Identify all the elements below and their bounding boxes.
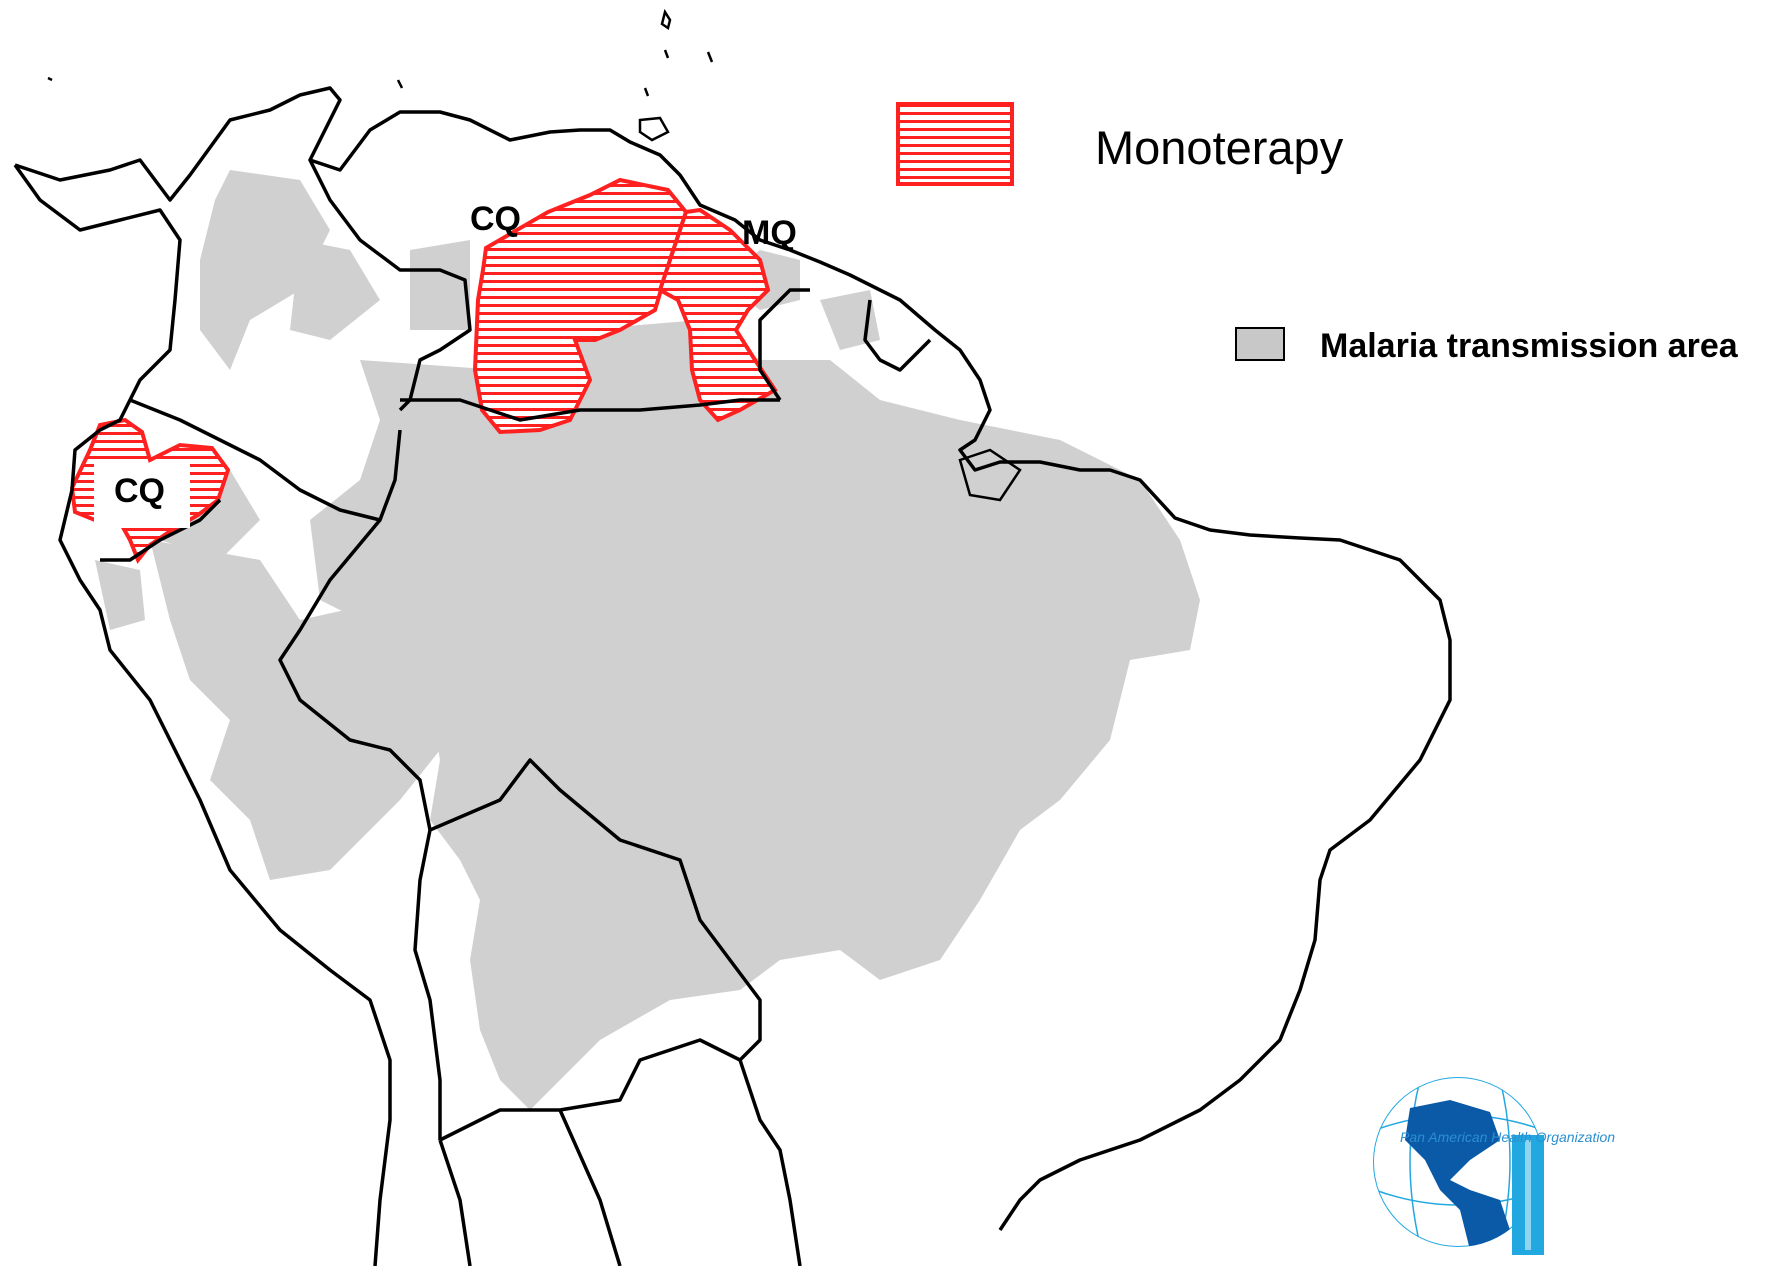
border-venezuela-brazil xyxy=(400,398,780,422)
legend-label-monotherapy: Monoterapy xyxy=(1095,121,1344,174)
border-suriname-french-guiana xyxy=(863,299,932,372)
border-peru-brazil xyxy=(278,518,432,831)
legend: Monoterapy Malaria transmission area xyxy=(896,102,1739,365)
coastline-pacific xyxy=(13,163,392,1266)
monotherapy-venezuela xyxy=(472,177,689,435)
islands xyxy=(47,8,1022,502)
label-cq-ecuador-bg xyxy=(94,464,190,528)
border-paraguay xyxy=(558,1109,622,1266)
label-cq-venezuela: CQ xyxy=(470,200,521,238)
border-brazil-bolivia xyxy=(429,758,762,1062)
legend-swatch-monotherapy xyxy=(896,102,1014,186)
label-mq-guyana: MQ xyxy=(742,214,797,252)
paho-logo: Pan American Health Organization xyxy=(1373,1077,1615,1255)
border-argentina-chile xyxy=(438,1139,472,1266)
border-colombia-ecuador-peru xyxy=(129,398,402,522)
border-guyana-suriname xyxy=(758,288,810,401)
border-peru-bolivia xyxy=(413,829,442,1140)
label-cq-ecuador: CQ xyxy=(114,472,165,510)
americas-silhouette xyxy=(1405,1100,1510,1247)
border-colombia-venezuela xyxy=(308,159,472,412)
legend-swatch-malaria xyxy=(1235,327,1285,361)
logo-org-name: Pan American Health Organization xyxy=(1400,1129,1615,1145)
country-borders xyxy=(13,86,1452,1266)
coastline-caribbean xyxy=(14,86,1452,1231)
border-ecuador-peru xyxy=(100,498,222,562)
border-bolivia-paraguay-argentina xyxy=(439,1038,802,1266)
legend-label-malaria: Malaria transmission area xyxy=(1320,327,1739,365)
